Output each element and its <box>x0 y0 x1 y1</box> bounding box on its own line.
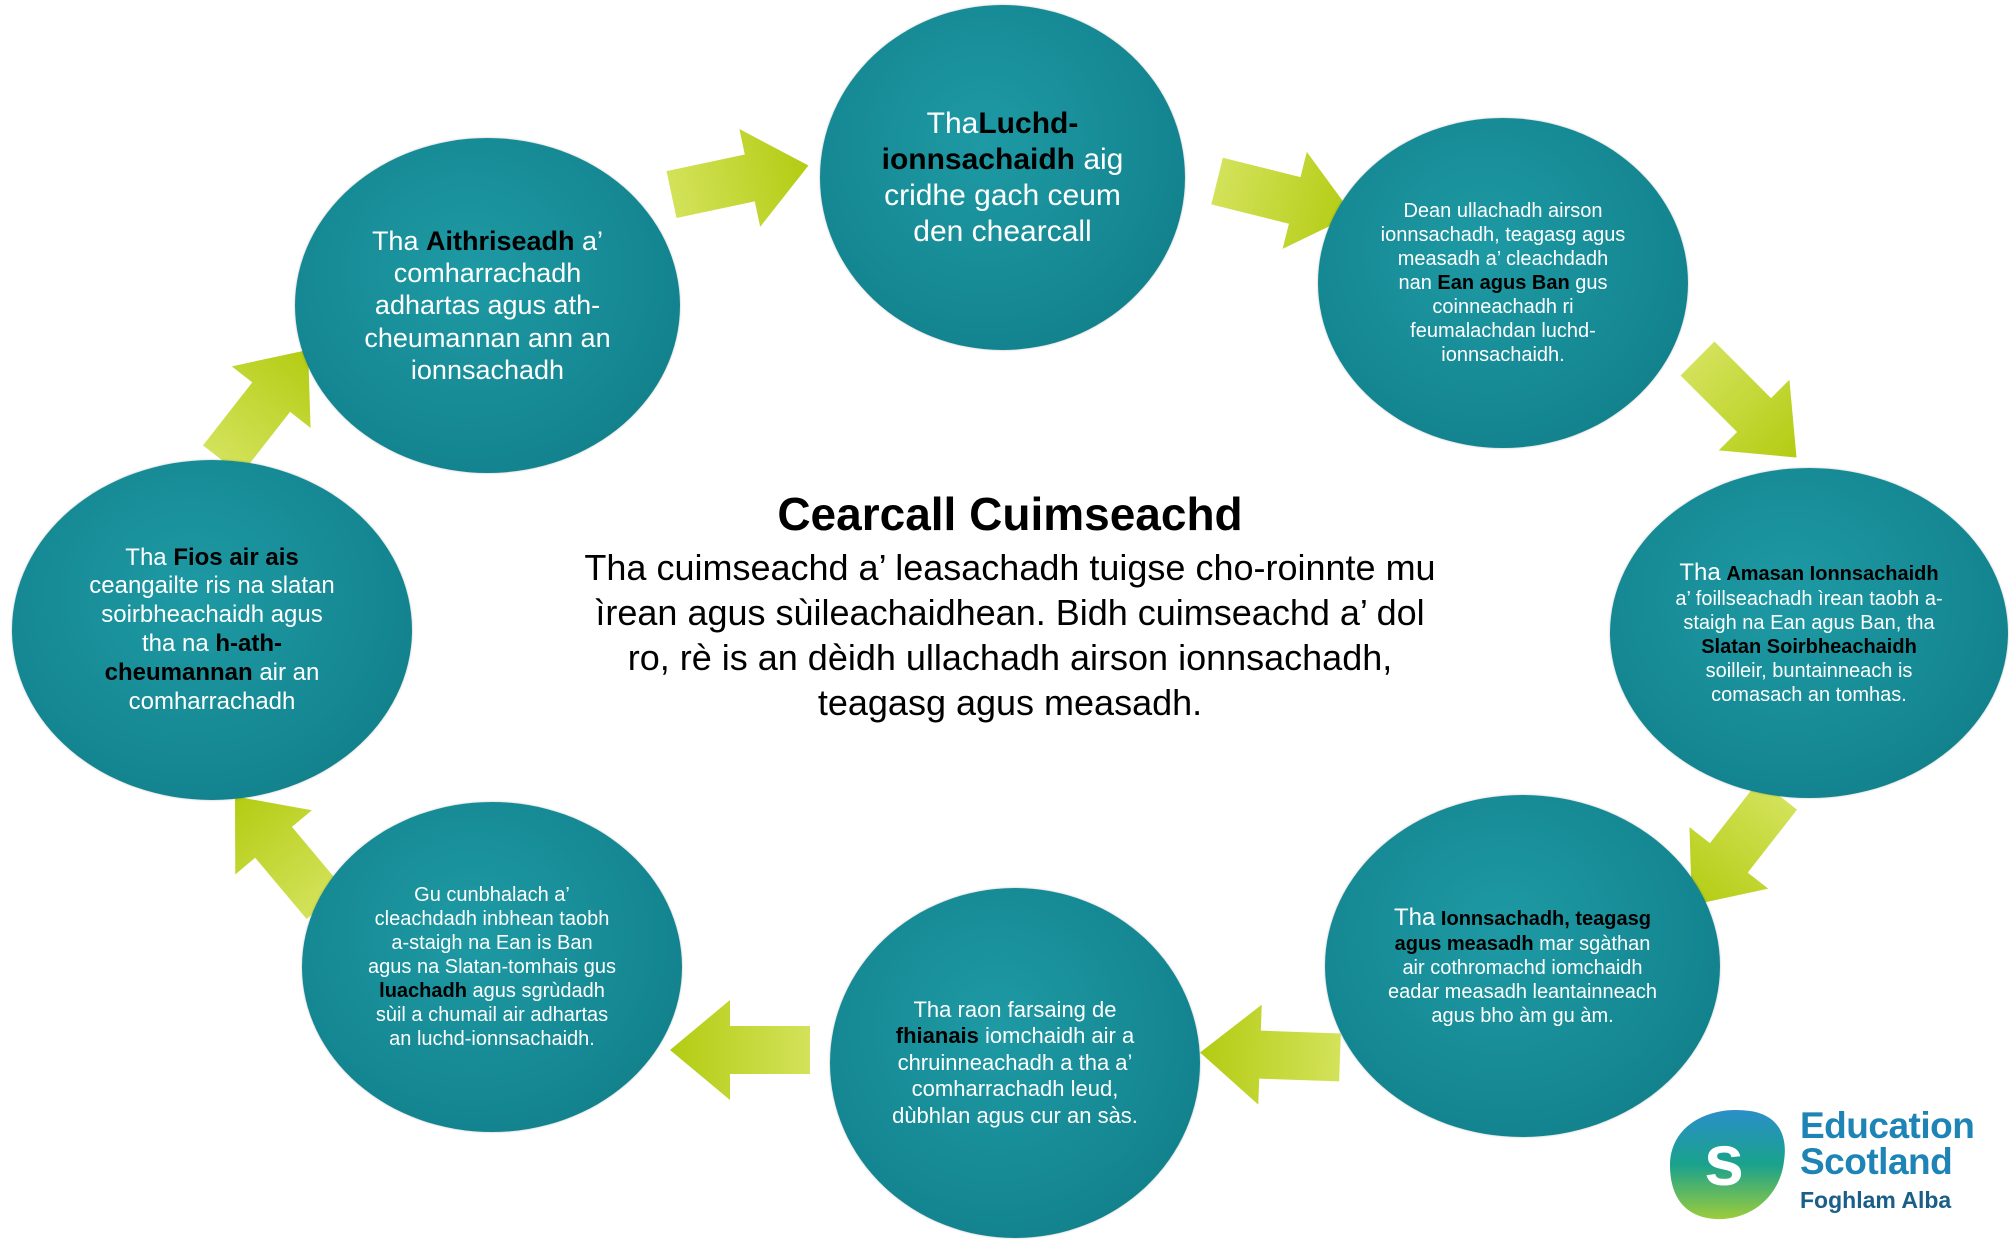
node-top-right-pre: Dean ullachadh airson ionnsachadh, teaga… <box>1380 200 1626 294</box>
node-top-left-bold: Aithriseadh <box>425 225 575 256</box>
svg-text:s: s <box>1704 1121 1744 1201</box>
node-bottom-right: Tha Ionnsachadh, teagasg agus measadh ma… <box>1325 795 1720 1137</box>
node-left-pre: Tha <box>125 543 167 571</box>
node-left-bold: Fios air ais <box>173 543 299 571</box>
node-bottom-bold: fhianais <box>895 1023 979 1049</box>
node-left-mid: ceangailte ris na slatan soirbheachaidh … <box>89 572 335 657</box>
center-text: Cearcall Cuimseachd Tha cuimseachd a’ le… <box>575 485 1445 725</box>
node-top-left-post: a’ comharrachadh adhartas agus ath-cheum… <box>364 225 611 386</box>
logo-mark-icon: s <box>1670 1109 1785 1220</box>
node-bottom-post: iomchaidh air a chruinneachadh a tha a’ … <box>892 1023 1138 1128</box>
arrow-topleft-to-top <box>666 129 809 227</box>
node-top-post: aig cridhe gach ceum den chearcall <box>884 142 1124 248</box>
node-top: ThaLuchd-ionnsachaidh aig cridhe gach ce… <box>820 5 1185 350</box>
node-bottom-right-post: mar sgàthan air cothromachd iomchaidh ea… <box>1387 933 1658 1028</box>
node-right-bold: Amasan Ionnsachaidh <box>1726 562 1939 585</box>
node-bottom-left: Gu cunbhalach a’ cleachdadh inbhean taob… <box>302 802 682 1132</box>
node-bottom-right-pre: Tha <box>1394 903 1436 931</box>
node-right-mid: a’ foillseachadh ìrean taobh a-staigh na… <box>1675 588 1943 635</box>
node-left: Tha Fios air ais ceangailte ris na slata… <box>12 460 412 800</box>
node-bottom-left-pre: Gu cunbhalach a’ cleachdadh inbhean taob… <box>368 884 616 978</box>
arrow-top-to-topright <box>1211 151 1353 249</box>
node-bottom: Tha raon farsaing de fhianais iomchaidh … <box>830 888 1200 1238</box>
node-left-post: air an comharrachadh <box>128 658 320 715</box>
node-top-right-post: gus coinneachadh ri feumalachdan luchd-i… <box>1410 272 1608 366</box>
arrow-bottomleft-to-left <box>235 796 344 920</box>
node-top-left-pre: Tha <box>371 225 419 256</box>
node-bottom-right-bold: Ionnsachadh, teagasg agus measadh <box>1394 907 1651 956</box>
node-top-right: Dean ullachadh airson ionnsachadh, teaga… <box>1318 118 1688 448</box>
node-bottom-pre: Tha raon farsaing de <box>913 997 1117 1023</box>
node-top-bold: Luchd-ionnsachaidh <box>881 106 1079 176</box>
center-body: Tha cuimseachd a’ leasachadh tuigse cho-… <box>584 546 1436 723</box>
logo-line1: Education <box>1800 1105 1975 1146</box>
node-right-post: soilleir, buntainneach is comasach an to… <box>1705 660 1913 707</box>
arrow-left-to-topleft <box>202 349 311 475</box>
node-bottom-left-post: agus sgrùdadh sùil a chumail air adharta… <box>375 980 609 1050</box>
logo-line2: Scotland <box>1800 1141 1953 1182</box>
arrow-bottom-to-bottomleft <box>670 1000 810 1100</box>
arrow-topright-to-right <box>1680 341 1797 458</box>
node-right-pre: Tha <box>1679 558 1721 586</box>
arrow-bottomright-to-bottom <box>1200 1004 1341 1105</box>
logo-line3: Foghlam Alba <box>1800 1187 1952 1213</box>
node-left-bold2: h-ath-cheumannan <box>104 630 283 686</box>
center-title: Cearcall Cuimseachd <box>777 488 1243 540</box>
node-bottom-left-bold: luachadh <box>379 980 467 1002</box>
node-right-bold2: Slatan Soirbheachaidh <box>1701 636 1917 659</box>
node-top-left: Tha Aithriseadh a’ comharrachadh adharta… <box>295 138 680 473</box>
node-top-right-bold: Ean agus Ban <box>1437 272 1570 294</box>
node-right: Tha Amasan Ionnsachaidh a’ foillseachadh… <box>1610 468 2008 798</box>
node-top-pre: Tha <box>926 106 979 140</box>
arrow-right-to-bottomright <box>1689 780 1798 906</box>
education-scotland-logo: s Education Scotland Foghlam Alba <box>1660 1105 1980 1225</box>
